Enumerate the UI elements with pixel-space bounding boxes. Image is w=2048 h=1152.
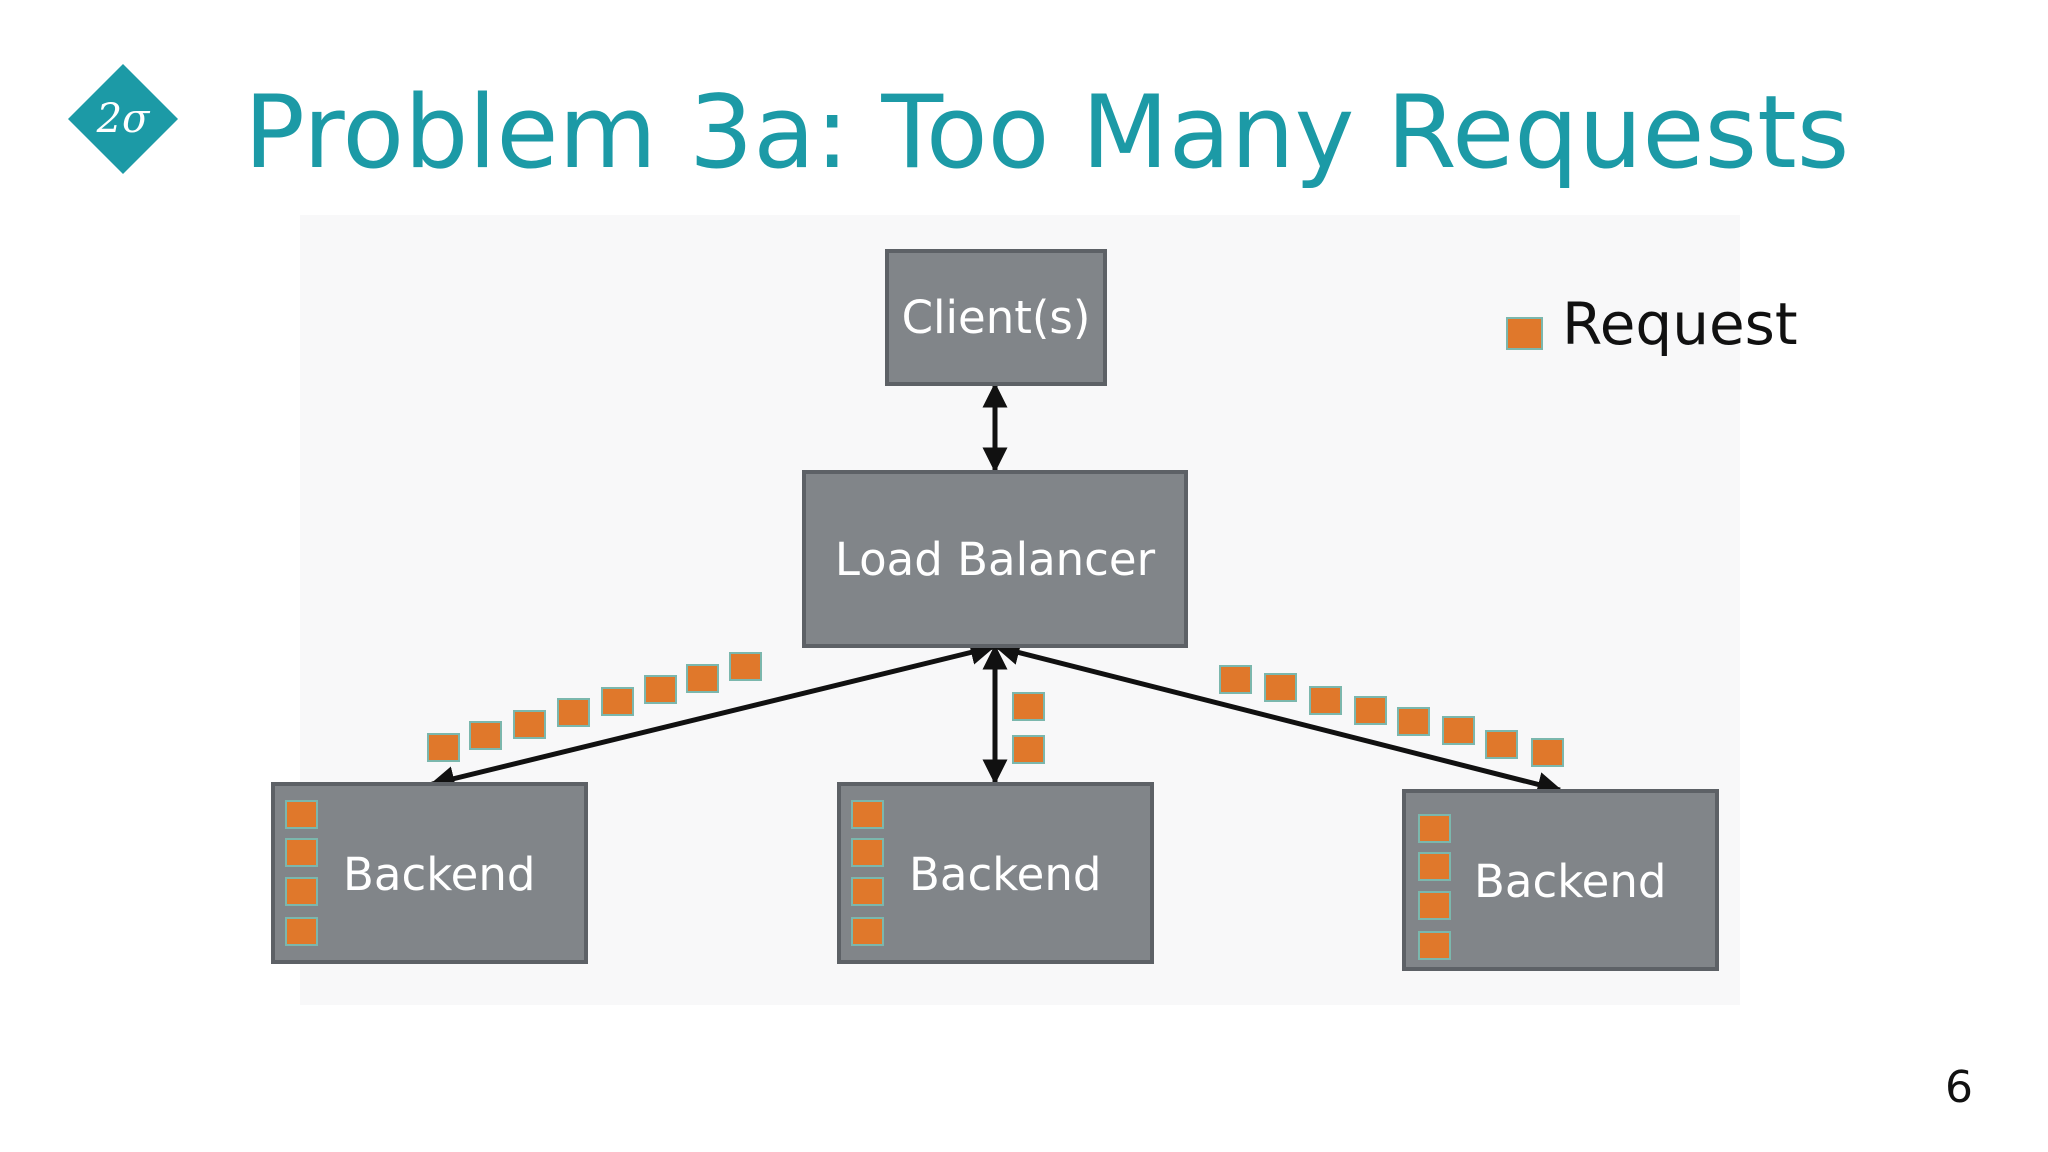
request-icon — [1418, 931, 1451, 960]
request-icon — [851, 838, 884, 867]
backend-box-1: Backend — [271, 782, 588, 964]
request-icon — [1418, 891, 1451, 920]
client-box: Client(s) — [885, 249, 1107, 386]
request-icon — [851, 917, 884, 946]
client-label: Client(s) — [901, 291, 1091, 344]
request-icon — [1397, 707, 1430, 736]
request-icon — [1012, 692, 1045, 721]
request-icon — [285, 800, 318, 829]
logo: 2σ — [68, 64, 178, 174]
request-icon — [686, 664, 719, 693]
request-icon — [601, 687, 634, 716]
request-icon — [851, 877, 884, 906]
request-icon — [1264, 673, 1297, 702]
request-icon — [1418, 814, 1451, 843]
logo-text: 2σ — [96, 96, 151, 142]
page-number: 6 — [1945, 1062, 1973, 1113]
load-balancer-box: Load Balancer — [802, 470, 1188, 648]
request-icon — [427, 733, 460, 762]
request-icon — [285, 877, 318, 906]
request-icon — [513, 710, 546, 739]
request-icon — [1531, 738, 1564, 767]
request-icon — [644, 675, 677, 704]
legend-request-swatch — [1506, 317, 1543, 350]
request-icon — [1354, 696, 1387, 725]
request-icon — [1219, 665, 1252, 694]
request-icon — [285, 838, 318, 867]
legend-label: Request — [1562, 290, 1798, 358]
request-icon — [1012, 735, 1045, 764]
load-balancer-label: Load Balancer — [834, 532, 1156, 586]
backend-label: Backend — [909, 848, 1102, 901]
backend-box-3: Backend — [1402, 789, 1719, 971]
request-icon — [1418, 852, 1451, 881]
request-icon — [557, 698, 590, 727]
backend-label: Backend — [343, 848, 536, 901]
request-icon — [851, 800, 884, 829]
backend-label: Backend — [1474, 855, 1667, 908]
logo-diamond — [68, 64, 178, 174]
request-icon — [285, 917, 318, 946]
request-icon — [1442, 716, 1475, 745]
request-icon — [729, 652, 762, 681]
request-icon — [1485, 730, 1518, 759]
backend-box-2: Backend — [837, 782, 1154, 964]
request-icon — [469, 721, 502, 750]
request-icon — [1309, 686, 1342, 715]
page-title: Problem 3a: Too Many Requests — [244, 73, 1850, 191]
